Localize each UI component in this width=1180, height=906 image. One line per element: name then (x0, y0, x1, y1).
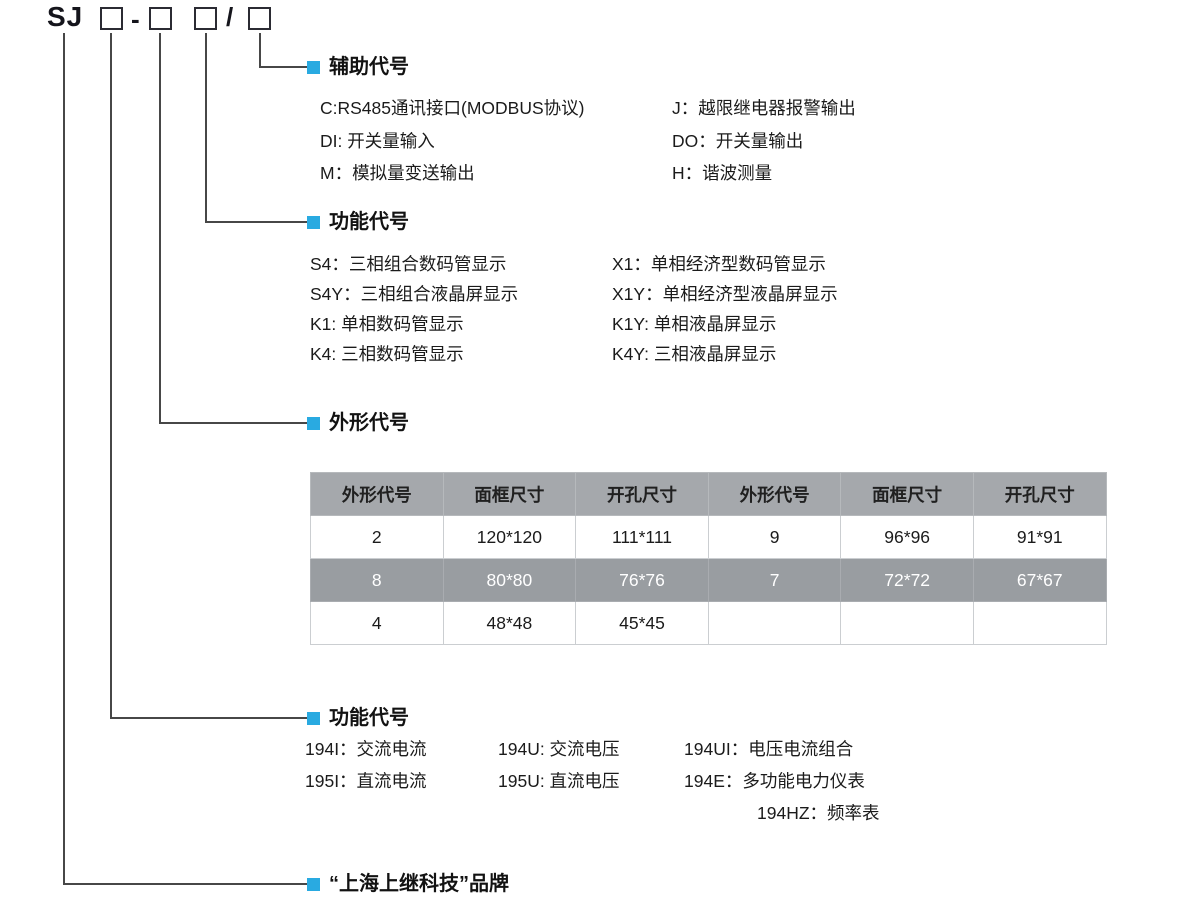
auxiliary-item: M：模拟量变送输出 (320, 163, 475, 183)
auxiliary-item: J：越限继电器报警输出 (672, 98, 856, 118)
square-bullet-icon (307, 60, 320, 74)
table-cell: 9 (707, 515, 842, 559)
table-cell: 72*72 (840, 558, 974, 602)
function-item: 194UI：电压电流组合 (684, 739, 854, 759)
section-title-shape: 外形代号 (307, 411, 409, 435)
table-header-cell: 面框尺寸 (442, 472, 577, 516)
table-row: 4 48*48 45*45 (310, 601, 1107, 645)
table-header-cell: 面框尺寸 (840, 472, 974, 516)
section-title-text: 功能代号 (329, 707, 409, 729)
auxiliary-item: DO：开关量输出 (672, 131, 804, 151)
table-cell: 111*111 (575, 515, 709, 559)
display-item: X1：单相经济型数码管显示 (612, 254, 826, 274)
table-cell: 91*91 (972, 515, 1107, 559)
square-bullet-icon (307, 711, 320, 725)
table-cell: 48*48 (442, 601, 577, 645)
section-title-brand: “上海上继科技”品牌 (307, 872, 509, 896)
table-cell: 45*45 (575, 601, 709, 645)
table-cell: 8 (310, 558, 444, 602)
table-row: 2 120*120 111*111 9 96*96 91*91 (310, 515, 1107, 559)
brand-title-text: “上海上继科技”品牌 (329, 873, 509, 895)
function-item: 195U: 直流电压 (498, 771, 620, 791)
model-box-shape (149, 7, 172, 30)
auxiliary-item: C:RS485通讯接口(MODBUS协议) (320, 98, 585, 118)
display-item: S4：三相组合数码管显示 (310, 254, 507, 274)
table-cell: 80*80 (442, 558, 577, 602)
connector-line-auxiliary-v (259, 33, 261, 67)
connector-line-function-h (110, 717, 309, 719)
section-title-text: 功能代号 (329, 211, 409, 233)
connector-line-display-h (205, 221, 309, 223)
function-item: 194I：交流电流 (305, 739, 427, 759)
model-box-display (194, 7, 217, 30)
auxiliary-item: DI: 开关量输入 (320, 131, 435, 151)
table-cell (840, 601, 974, 645)
function-item: 194U: 交流电压 (498, 739, 620, 759)
display-item: K1: 单相数码管显示 (310, 314, 464, 334)
square-bullet-icon (307, 215, 320, 229)
display-item: X1Y：单相经济型液晶屏显示 (612, 284, 838, 304)
connector-line-function-v (110, 33, 112, 718)
section-title-auxiliary: 辅助代号 (307, 55, 409, 79)
table-row: 8 80*80 76*76 7 72*72 67*67 (310, 558, 1107, 602)
table-cell: 7 (707, 558, 842, 602)
display-item: K4: 三相数码管显示 (310, 344, 464, 364)
table-cell: 120*120 (442, 515, 577, 559)
auxiliary-item: H：谐波测量 (672, 163, 773, 183)
table-header-cell: 开孔尺寸 (575, 472, 709, 516)
table-cell (707, 601, 842, 645)
function-item: 195I：直流电流 (305, 771, 427, 791)
display-item: K1Y: 单相液晶屏显示 (612, 314, 777, 334)
connector-line-display-v (205, 33, 207, 222)
table-cell: 67*67 (972, 558, 1107, 602)
table-cell: 76*76 (575, 558, 709, 602)
table-header-cell: 开孔尺寸 (972, 472, 1107, 516)
display-item: K4Y: 三相液晶屏显示 (612, 344, 777, 364)
table-header-cell: 外形代号 (310, 472, 444, 516)
table-header-cell: 外形代号 (707, 472, 842, 516)
section-title-text: 辅助代号 (329, 56, 409, 78)
model-prefix: SJ (47, 1, 84, 32)
square-bullet-icon (307, 877, 320, 891)
connector-line-shape-h (159, 422, 309, 424)
section-title-display: 功能代号 (307, 210, 409, 234)
shape-code-table: 外形代号 面框尺寸 开孔尺寸 外形代号 面框尺寸 开孔尺寸 2 120*120 … (310, 472, 1107, 645)
table-cell: 4 (310, 601, 444, 645)
function-item: 194E：多功能电力仪表 (684, 771, 865, 791)
table-cell (972, 601, 1107, 645)
connector-line-brand-h (63, 883, 309, 885)
connector-line-brand-v (63, 33, 65, 884)
model-box-auxiliary (248, 7, 271, 30)
connector-line-auxiliary-h (259, 66, 309, 68)
function-item: 194HZ：频率表 (757, 803, 880, 823)
connector-line-shape-v (159, 33, 161, 423)
table-cell: 2 (310, 515, 444, 559)
section-title-function: 功能代号 (307, 706, 409, 730)
table-header-row: 外形代号 面框尺寸 开孔尺寸 外形代号 面框尺寸 开孔尺寸 (310, 472, 1107, 516)
model-slash-separator: / (226, 2, 234, 32)
table-cell: 96*96 (840, 515, 974, 559)
square-bullet-icon (307, 416, 320, 430)
model-box-function-type (100, 7, 123, 30)
display-item: S4Y：三相组合液晶屏显示 (310, 284, 519, 304)
section-title-text: 外形代号 (329, 412, 409, 434)
model-dash-separator: - (131, 4, 140, 34)
